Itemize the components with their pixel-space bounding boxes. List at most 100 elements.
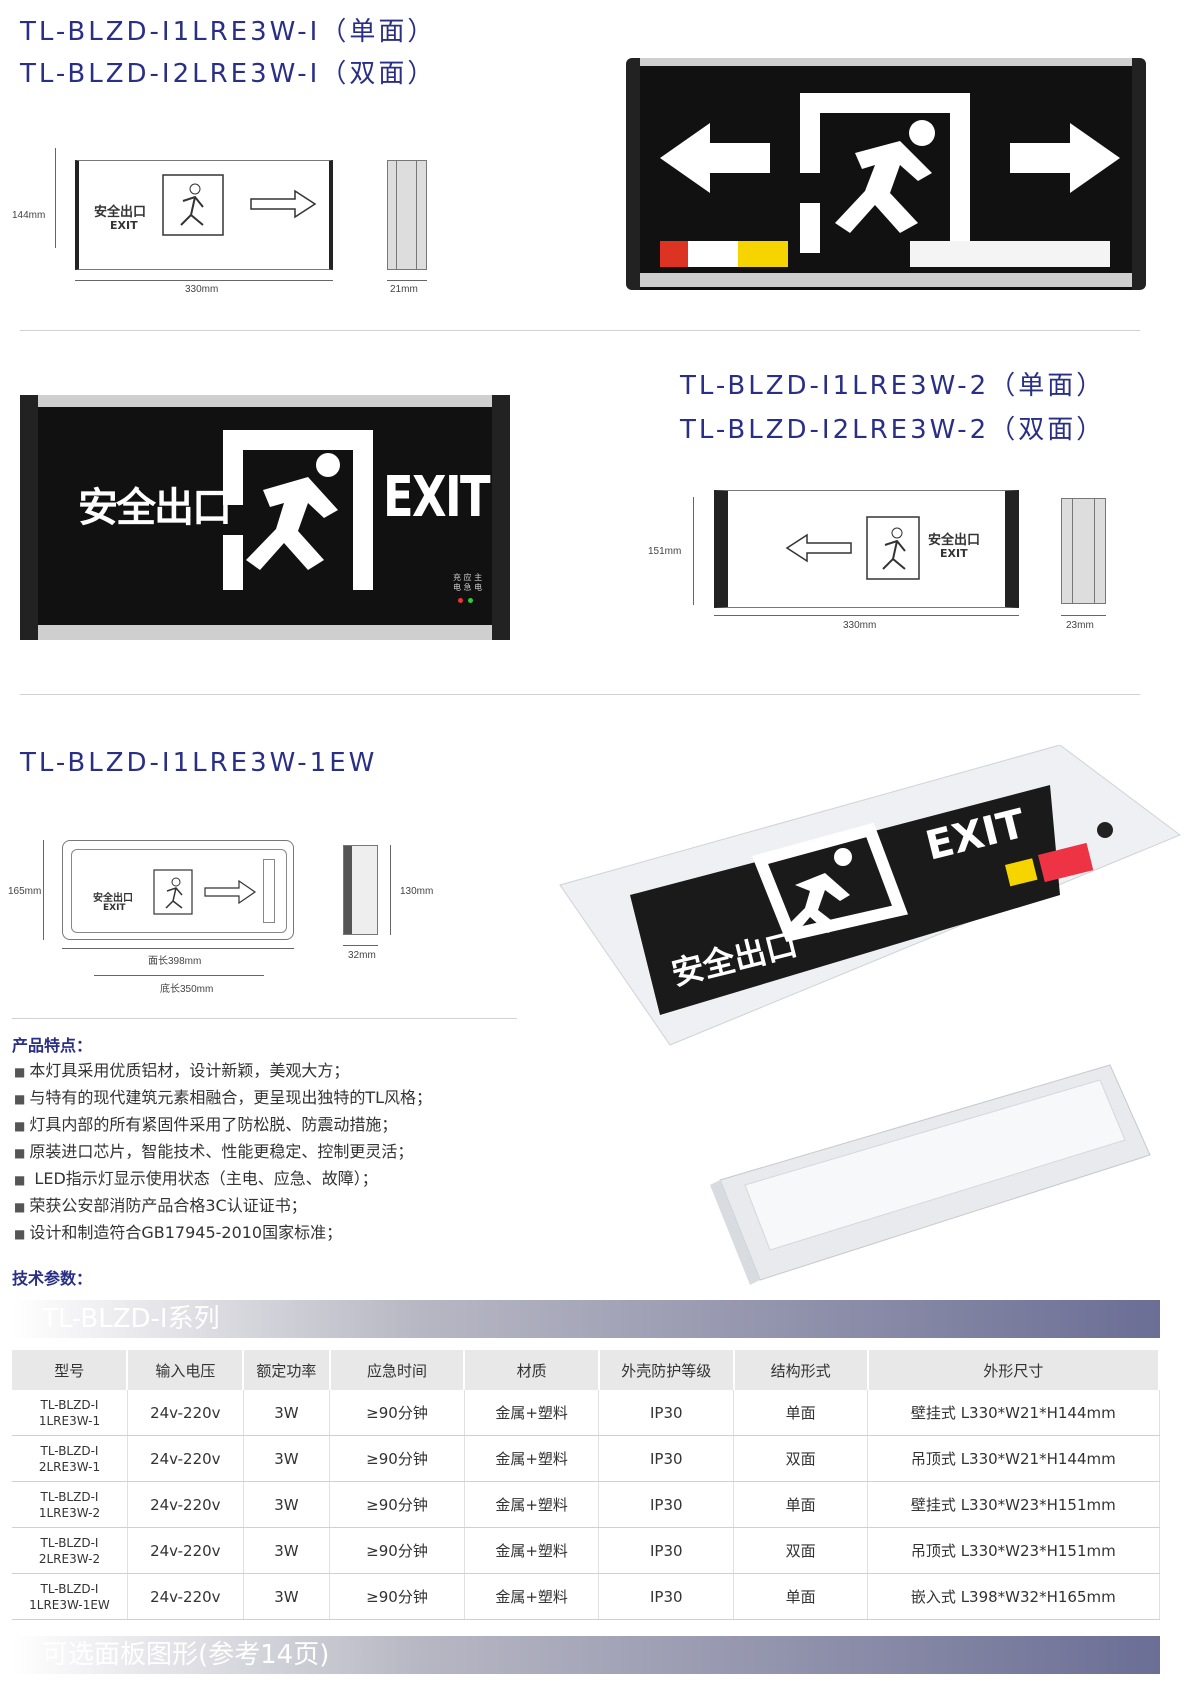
cell-material: 金属+塑料 — [464, 1481, 600, 1528]
section2-title-line2: TL-BLZD-Ⅰ2LRE3W-2（双面） — [680, 415, 1106, 445]
dim-height-label: 144mm — [12, 210, 46, 221]
feature-item: 设计和制造符合GB17945-2010国家标准； — [14, 1220, 432, 1247]
cell-voltage: 24v-220v — [127, 1481, 244, 1528]
cell-structure: 双面 — [733, 1527, 869, 1574]
cell-time: ≥90分钟 — [329, 1573, 465, 1620]
feature-item: 与特有的现代建筑元素相融合，更呈现出独特的TL风格； — [14, 1085, 432, 1112]
cert-label-icon — [1038, 842, 1094, 883]
cell-power: 3W — [243, 1481, 331, 1528]
cell-structure: 双面 — [733, 1435, 869, 1482]
section3-title: TL-BLZD-Ⅰ1LRE3W-1EW — [20, 748, 378, 778]
cell-model: TL-BLZD-Ⅰ 2LRE3W-2 — [12, 1527, 128, 1574]
feature-item: 原装进口芯片，智能技术、性能更稳定、控制更灵活； — [14, 1139, 432, 1166]
cell-structure: 单面 — [733, 1481, 869, 1528]
cell-ip: IP30 — [598, 1573, 735, 1620]
dim-depth-label: 32mm — [348, 950, 376, 961]
features-heading: 产品特点： — [12, 1036, 93, 1055]
cell-power: 3W — [243, 1435, 331, 1482]
table-row: TL-BLZD-Ⅰ 1LRE3W-1EW 24v-220v 3W ≥90分钟 金… — [12, 1573, 1160, 1620]
led-indicator-icon — [458, 598, 463, 603]
sensor-icon — [1097, 822, 1113, 838]
cell-size: 吊顶式 L330*W21*H144mm — [867, 1435, 1160, 1482]
exit-sign-graphic — [660, 93, 1120, 253]
table-header-row: 型号 输入电压 额定功率 应急时间 材质 外壳防护等级 结构形式 外形尺寸 — [12, 1350, 1161, 1390]
panel-text-en: EXIT — [110, 219, 138, 232]
cell-ip: IP30 — [598, 1390, 735, 1436]
cell-voltage: 24v-220v — [127, 1573, 244, 1620]
dim-height-label: 151mm — [648, 546, 682, 557]
table-row: TL-BLZD-Ⅰ 1LRE3W-2 24v-220v 3W ≥90分钟 金属+… — [12, 1481, 1160, 1528]
panel-text-en: EXIT — [940, 547, 968, 560]
photo2-text-cn: 安全出口 — [78, 485, 232, 531]
series-banner: TL-BLZD-Ⅰ系列 — [12, 1300, 1160, 1338]
column-header: 输入电压 — [127, 1350, 245, 1390]
column-header: 材质 — [464, 1350, 600, 1390]
running-man-icon — [866, 516, 920, 580]
panel-text-cn: 安全出口 — [93, 893, 133, 904]
qr-label-icon — [688, 241, 738, 267]
cell-material: 金属+塑料 — [464, 1390, 600, 1436]
cell-power: 3W — [243, 1527, 331, 1574]
feature-item: 灯具内部的所有紧固件采用了防松脱、防震动措施； — [14, 1112, 432, 1139]
cert-badge-icon — [738, 241, 788, 267]
panel-text-cn: 安全出口 — [928, 533, 981, 548]
table-row: TL-BLZD-Ⅰ 2LRE3W-1 24v-220v 3W ≥90分钟 金属+… — [12, 1435, 1160, 1482]
cell-voltage: 24v-220v — [127, 1527, 244, 1574]
cert-label-icon — [660, 241, 688, 267]
table-row: TL-BLZD-Ⅰ 2LRE3W-2 24v-220v 3W ≥90分钟 金属+… — [12, 1527, 1160, 1574]
cell-time: ≥90分钟 — [329, 1390, 465, 1436]
spec-table: 型号 输入电压 额定功率 应急时间 材质 外壳防护等级 结构形式 外形尺寸 TL… — [12, 1350, 1161, 1620]
cell-size: 嵌入式 L398*W32*H165mm — [867, 1573, 1160, 1620]
cell-ip: IP30 — [598, 1481, 735, 1528]
panel-front: 安全出口 EXIT — [62, 840, 294, 940]
cell-size: 壁挂式 L330*W23*H151mm — [867, 1481, 1160, 1528]
running-man-icon — [223, 430, 373, 590]
arrow-right-icon — [250, 189, 317, 219]
dim-width-label: 330mm — [185, 284, 219, 295]
cell-size: 吊顶式 L330*W23*H151mm — [867, 1527, 1160, 1574]
cell-material: 金属+塑料 — [464, 1527, 600, 1574]
cert-badge-icon — [1005, 858, 1038, 887]
running-man-icon — [153, 869, 193, 915]
cell-ip: IP30 — [598, 1527, 735, 1574]
cell-time: ≥90分钟 — [329, 1527, 465, 1574]
cell-ip: IP30 — [598, 1435, 735, 1482]
cell-time: ≥90分钟 — [329, 1435, 465, 1482]
feature-item: 本灯具采用优质铝材，设计新颖，美观大方； — [14, 1058, 432, 1085]
led-indicator-icon — [468, 598, 473, 603]
section2-title-line1: TL-BLZD-Ⅰ1LRE3W-2（单面） — [680, 371, 1106, 401]
column-header: 应急时间 — [329, 1350, 466, 1390]
dim-side-height-label: 130mm — [400, 886, 434, 897]
cell-time: ≥90分钟 — [329, 1481, 465, 1528]
dim-depth-label: 23mm — [1066, 620, 1094, 631]
panel-text-en: EXIT — [103, 903, 126, 913]
column-header: 外形尺寸 — [867, 1350, 1161, 1390]
dim-depth-label: 21mm — [390, 284, 418, 295]
dim-width-label: 330mm — [843, 620, 877, 631]
product-photo-1 — [626, 58, 1146, 290]
cell-model: TL-BLZD-Ⅰ 1LRE3W-1EW — [12, 1573, 128, 1620]
cell-material: 金属+塑料 — [464, 1435, 600, 1482]
panel-front: 安全出口 EXIT — [714, 490, 1019, 608]
product-photo-2: 安全出口 EXIT 充 应 主 电 急 电 — [20, 395, 510, 640]
cell-material: 金属+塑料 — [464, 1573, 600, 1620]
dim-base-length-label: 底长350mm — [160, 984, 214, 995]
cell-structure: 单面 — [733, 1390, 869, 1436]
spec-label-sticker — [910, 241, 1110, 267]
features-list: 本灯具采用优质铝材，设计新颖，美观大方； 与特有的现代建筑元素相融合，更呈现出独… — [14, 1058, 432, 1247]
cell-power: 3W — [243, 1390, 331, 1436]
feature-item: LED指示灯显示使用状态（主电、应急、故障）； — [14, 1166, 432, 1193]
specs-heading: 技术参数： — [12, 1269, 93, 1288]
column-header: 外壳防护等级 — [598, 1350, 735, 1390]
cell-structure: 单面 — [733, 1573, 869, 1620]
section1-title-line2: TL-BLZD-Ⅰ2LRE3W-Ⅰ（双面） — [20, 59, 437, 89]
panel-text-cn: 安全出口 — [94, 205, 147, 220]
cell-model: TL-BLZD-Ⅰ 1LRE3W-2 — [12, 1481, 128, 1528]
cell-voltage: 24v-220v — [127, 1435, 244, 1482]
cell-size: 壁挂式 L330*W21*H144mm — [867, 1390, 1160, 1436]
cell-model: TL-BLZD-Ⅰ 2LRE3W-1 — [12, 1435, 128, 1482]
cell-power: 3W — [243, 1573, 331, 1620]
photo2-text-en: EXIT — [383, 465, 491, 530]
section1-title-line1: TL-BLZD-Ⅰ1LRE3W-Ⅰ（单面） — [20, 17, 437, 47]
column-header: 额定功率 — [243, 1350, 331, 1390]
